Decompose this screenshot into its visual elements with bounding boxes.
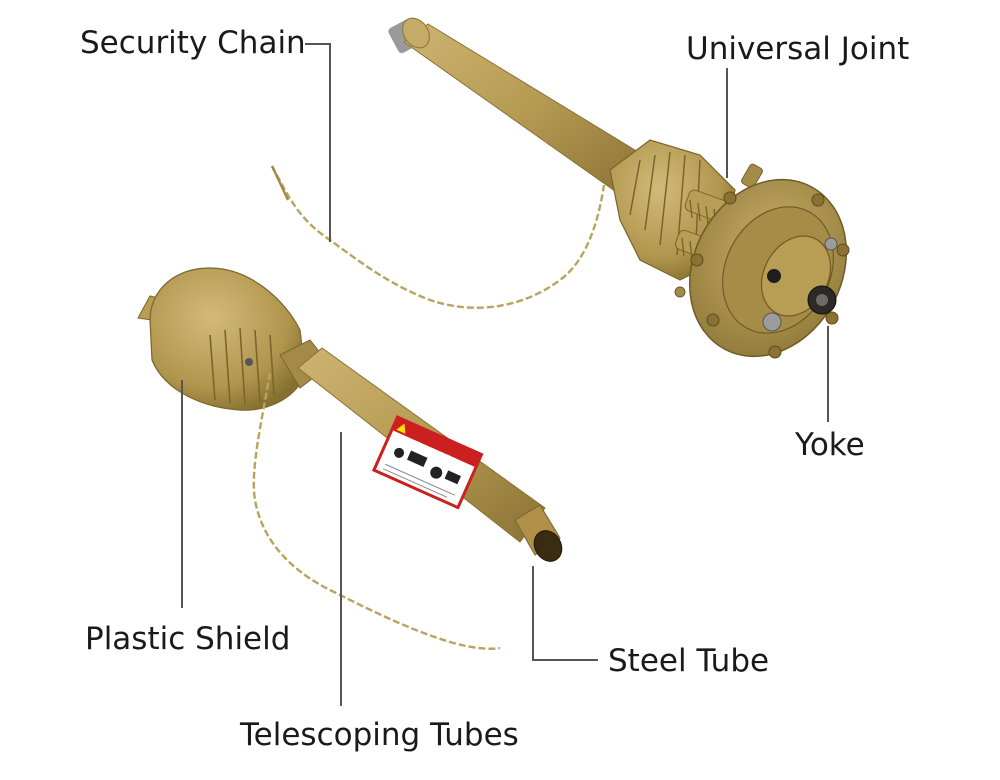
- upper-security-chain: [270, 165, 606, 309]
- leader-security-chain: [305, 43, 331, 242]
- label-steel-tube: Steel Tube: [608, 643, 770, 679]
- label-plastic-shield: Plastic Shield: [85, 621, 291, 657]
- label-yoke: Yoke: [795, 427, 865, 463]
- lower-plastic-shield: [149, 267, 306, 411]
- lower-shaft: [137, 267, 563, 562]
- label-universal-joint: Universal Joint: [686, 31, 910, 67]
- steel-tube-end: [533, 530, 563, 562]
- leader-lines: [181, 43, 829, 706]
- upper-shaft: [388, 17, 850, 359]
- lower-security-chain: [252, 372, 501, 650]
- danger-decal: [371, 415, 484, 510]
- label-security-chain: Security Chain: [80, 25, 306, 61]
- security-chains: [252, 165, 606, 650]
- leader-steel-tube: [532, 566, 598, 661]
- label-telescoping-tubes: Telescoping Tubes: [240, 717, 519, 753]
